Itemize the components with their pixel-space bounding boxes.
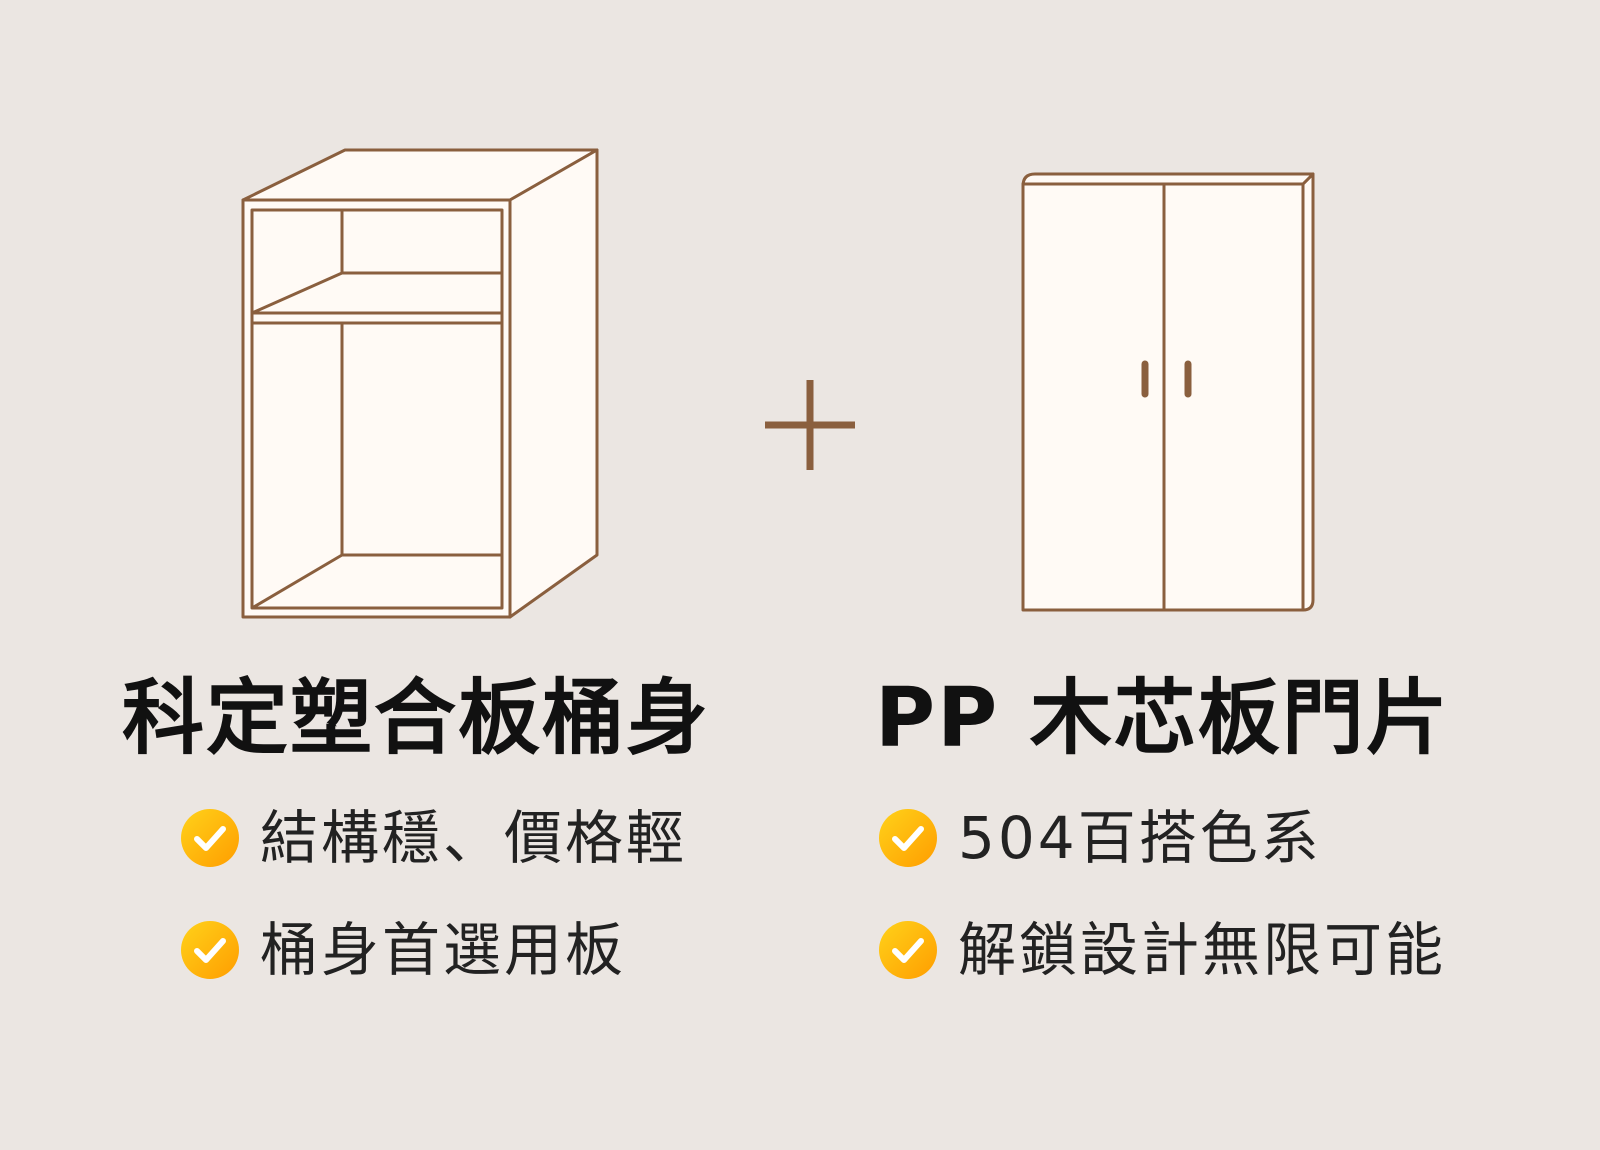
cabinet-body-icon [241, 148, 599, 619]
feature-item: 解鎖設計無限可能 [878, 920, 1446, 980]
feature-item: 結構穩、價格輕 [180, 808, 687, 868]
feature-label: 桶身首選用板 [260, 916, 627, 984]
cabinet-door-illustration [1020, 172, 1325, 620]
check-circle-icon [181, 809, 239, 867]
left-panel: 科定塑合板桶身 結構穩、價格輕 桶身首選用板 [122, 145, 711, 980]
cabinet-door-icon [1021, 172, 1315, 612]
plus-icon [765, 380, 855, 470]
feature-label: 結構穩、價格輕 [260, 804, 688, 872]
check-circle-icon [181, 921, 239, 979]
feature-label: 504百搭色系 [958, 804, 1322, 872]
cabinet-body-title: 科定塑合板桶身 [122, 671, 711, 766]
check-circle-icon [879, 809, 937, 867]
cabinet-body-illustration [240, 145, 605, 630]
right-panel: PP 木芯板門片 504百搭色系 解鎖設計無限可能 [800, 0, 1600, 1150]
feature-label: 解鎖設計無限可能 [958, 916, 1447, 984]
door-handles [1141, 360, 1192, 398]
check-circle-icon [879, 921, 937, 979]
feature-item: 504百搭色系 [878, 808, 1322, 868]
door-panel-title: PP 木芯板門片 [875, 671, 1450, 766]
feature-item: 桶身首選用板 [180, 920, 626, 980]
